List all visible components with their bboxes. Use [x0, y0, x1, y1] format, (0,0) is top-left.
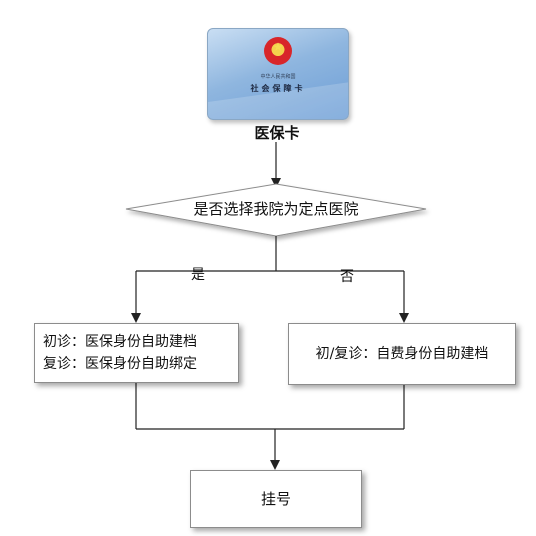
card-caption: 医保卡 [254, 124, 300, 142]
first-visit-insured-text: 初诊：医保身份自助建档 [43, 334, 197, 350]
insured-registration-box: 初诊：医保身份自助建档 复诊：医保身份自助绑定 [34, 323, 239, 383]
register-box: 挂号 [190, 470, 362, 528]
national-emblem-icon [264, 37, 292, 65]
self-pay-text: 初/复诊：自费身份自助建档 [315, 346, 489, 362]
decision-question: 是否选择我院为定点医院 [193, 200, 359, 218]
no-branch-label: 否 [340, 269, 354, 285]
card-country-text: 中华人民共和国 [260, 74, 296, 80]
return-visit-insured-text: 复诊：医保身份自助绑定 [43, 356, 197, 372]
medical-insurance-card-image: 中华人民共和国 社会保障卡 [207, 28, 349, 120]
self-pay-registration-box: 初/复诊：自费身份自助建档 [288, 323, 516, 385]
register-text: 挂号 [260, 490, 291, 508]
card-name-text: 社会保障卡 [250, 84, 306, 93]
yes-branch-label: 是 [191, 267, 205, 283]
